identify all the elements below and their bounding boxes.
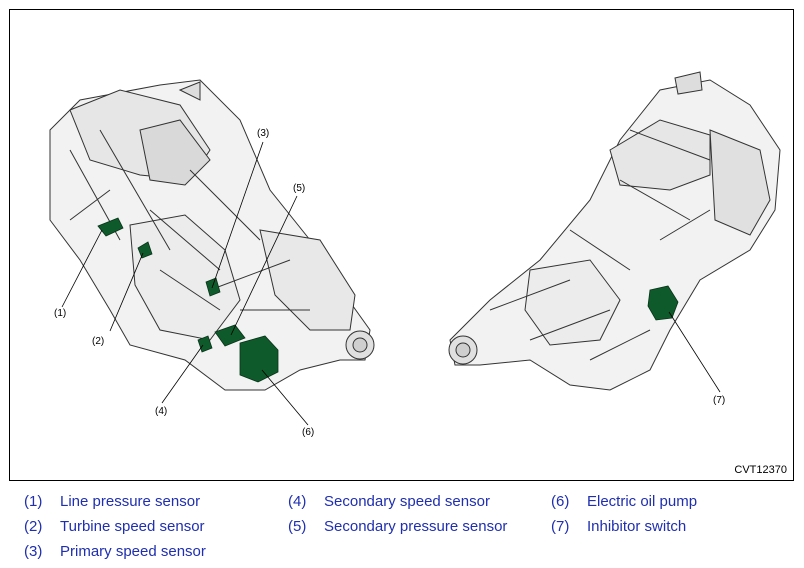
callout-3: (3) [257, 128, 270, 139]
legend-item-7: (7) Inhibitor switch [551, 518, 686, 535]
left-leader-lines [61, 141, 309, 426]
callout-6: (6) [302, 427, 315, 438]
right-highlighted-components [647, 285, 679, 321]
left-transmission-drawing [49, 79, 375, 391]
right-transmission-drawing [448, 71, 781, 391]
diagram-figure: (1) (2) (3) (4) (5) (6) (7) CVT12370 [9, 9, 794, 481]
left-highlighted-components [97, 217, 279, 383]
right-leader-lines [668, 311, 721, 393]
callout-4: (4) [155, 406, 168, 417]
legend-number: (4) [288, 493, 307, 510]
line-pressure-sensor-part [97, 217, 124, 237]
electric-oil-pump-part [239, 335, 279, 383]
inhibitor-switch-part [647, 285, 679, 321]
figure-id: CVT12370 [734, 464, 787, 476]
secondary-pressure-sensor-part [214, 324, 246, 347]
legend-label: Turbine speed sensor [60, 518, 205, 535]
legend-label: Secondary pressure sensor [324, 518, 508, 535]
legend-number: (2) [24, 518, 43, 535]
legend-item-5: (5) Secondary pressure sensor [288, 518, 507, 535]
legend-number: (5) [288, 518, 307, 535]
legend: (1) Line pressure sensor (2) Turbine speed… [0, 488, 804, 568]
legend-number: (1) [24, 493, 43, 510]
legend-item-1: (1) Line pressure sensor [24, 493, 200, 510]
legend-label: Primary speed sensor [60, 543, 206, 560]
legend-number: (7) [551, 518, 570, 535]
legend-number: (6) [551, 493, 570, 510]
legend-item-6: (6) Electric oil pump [551, 493, 697, 510]
transmission-illustration [49, 71, 781, 426]
turbine-speed-sensor-part [137, 241, 153, 259]
legend-label: Electric oil pump [587, 493, 698, 510]
callout-5: (5) [293, 183, 306, 194]
legend-item-3: (3) Primary speed sensor [24, 543, 206, 560]
legend-item-2: (2) Turbine speed sensor [24, 518, 205, 535]
legend-label: Line pressure sensor [60, 493, 201, 510]
callout-7: (7) [713, 395, 726, 406]
legend-item-4: (4) Secondary speed sensor [288, 493, 490, 510]
legend-number: (3) [24, 543, 43, 560]
legend-label: Inhibitor switch [587, 518, 687, 535]
primary-speed-sensor-part [205, 277, 221, 297]
callout-2: (2) [92, 336, 105, 347]
legend-label: Secondary speed sensor [324, 493, 490, 510]
callout-1: (1) [54, 308, 67, 319]
